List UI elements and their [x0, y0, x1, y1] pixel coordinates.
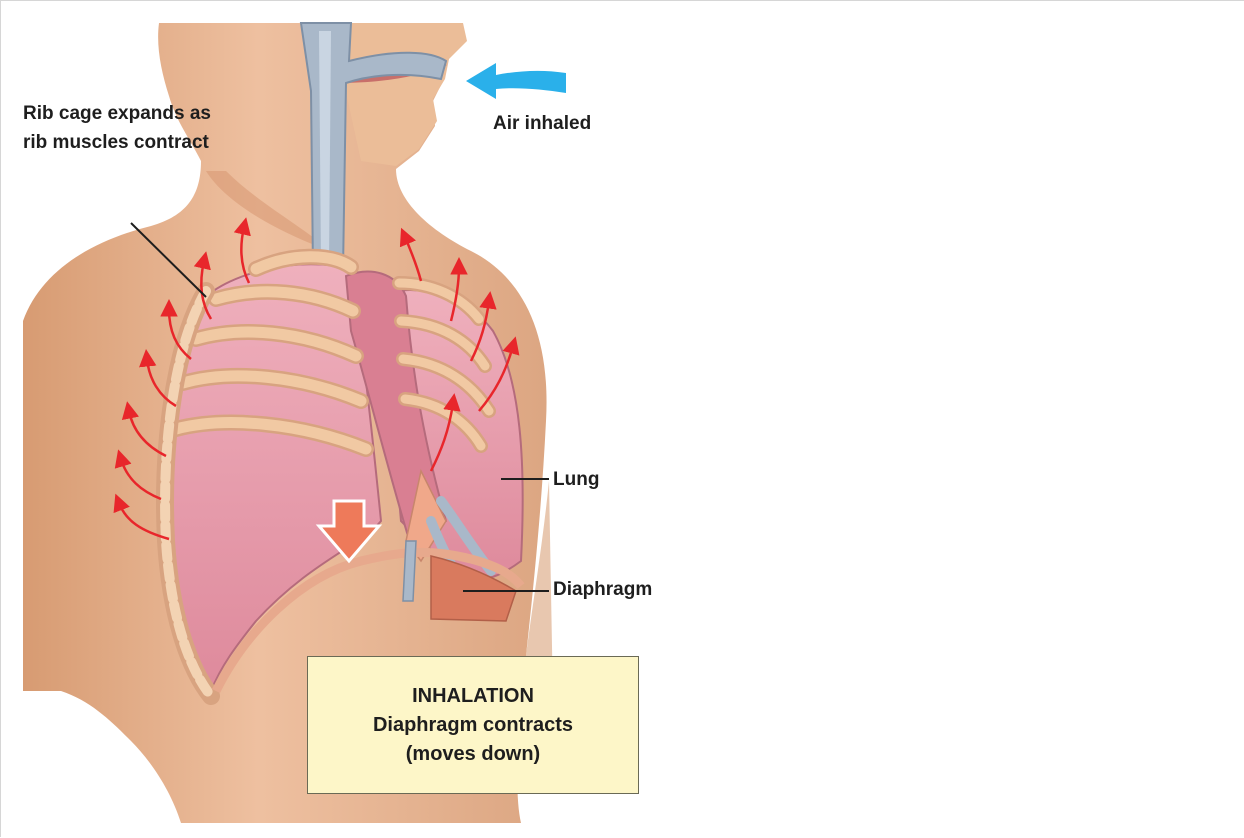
- caption-box: INHALATION Diaphragm contracts (moves do…: [307, 656, 639, 794]
- diaphragm-label: Diaphragm: [553, 575, 652, 604]
- lung-label: Lung: [553, 465, 599, 494]
- caption-title: INHALATION: [412, 682, 534, 711]
- air-inhaled-label: Air inhaled: [493, 109, 603, 138]
- caption-line-1: Diaphragm contracts: [373, 711, 573, 740]
- rib-cage-label: Rib cage expands as rib muscles contract: [23, 99, 213, 157]
- caption-line-2: (moves down): [406, 740, 540, 769]
- air-inhaled-arrow-icon: [466, 63, 566, 99]
